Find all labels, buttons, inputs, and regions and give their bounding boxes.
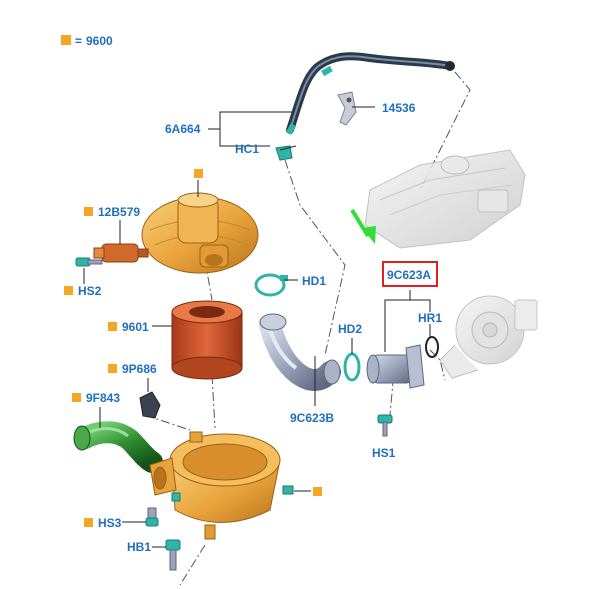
label-hs2: HS2 (78, 284, 102, 298)
label-9601: 9601 (122, 320, 149, 334)
label-14536: 14536 (382, 101, 416, 115)
air-cleaner-cover (141, 192, 259, 274)
label-hd1: HD1 (302, 274, 326, 288)
direction-arrow-icon (350, 208, 376, 244)
outlet-pipe-9c623a (366, 344, 425, 389)
o-ring-hr1 (425, 336, 439, 358)
label-9f843: 9F843 (86, 391, 120, 405)
label-hd2: HD2 (338, 322, 362, 336)
label-hs3: HS3 (98, 516, 122, 530)
legend-marker-sensor (84, 207, 93, 216)
label-hr1: HR1 (418, 311, 442, 325)
legend-marker-filter (108, 322, 117, 331)
clamp-hd2 (343, 352, 361, 382)
bracket-14536 (337, 91, 357, 126)
breather-hose (285, 52, 455, 135)
label-9c623a: 9C623A (387, 268, 431, 282)
legend-prefix: = (75, 34, 82, 48)
legend-marker-hs2 (64, 286, 73, 295)
label-9p686: 9P686 (122, 362, 157, 376)
legend-marker-9f843 (72, 393, 81, 402)
legend-swatch (61, 35, 71, 45)
connector-9p686 (139, 391, 161, 419)
engine-cylinder-head (364, 149, 526, 249)
highlight-box (382, 261, 438, 287)
clamp-hd1 (254, 273, 288, 297)
sensor-12b579 (93, 243, 149, 263)
bolt-hs3 (145, 507, 159, 527)
filter-element-9601 (171, 300, 243, 380)
label-hc1: HC1 (235, 142, 259, 156)
legend-marker-housing (313, 487, 322, 496)
air-duct-9f843 (73, 421, 163, 473)
label-6a664: 6A664 (165, 122, 201, 136)
legend-marker-hs3 (84, 518, 93, 527)
legend-marker-9p686 (108, 364, 117, 373)
legend-marker-cover (194, 169, 203, 178)
turbocharger (439, 295, 538, 379)
label-12b579: 12B579 (98, 205, 140, 219)
bolt-hs1 (377, 414, 393, 437)
label-9c623b: 9C623B (290, 411, 334, 425)
label-hs1: HS1 (372, 446, 396, 460)
legend-code: 9600 (86, 34, 113, 48)
air-cleaner-housing (149, 431, 294, 540)
bolt-hs2 (75, 257, 103, 267)
intake-tube-9c623b (259, 313, 341, 391)
label-hb1: HB1 (127, 540, 151, 554)
bolt-hb1 (165, 539, 181, 571)
